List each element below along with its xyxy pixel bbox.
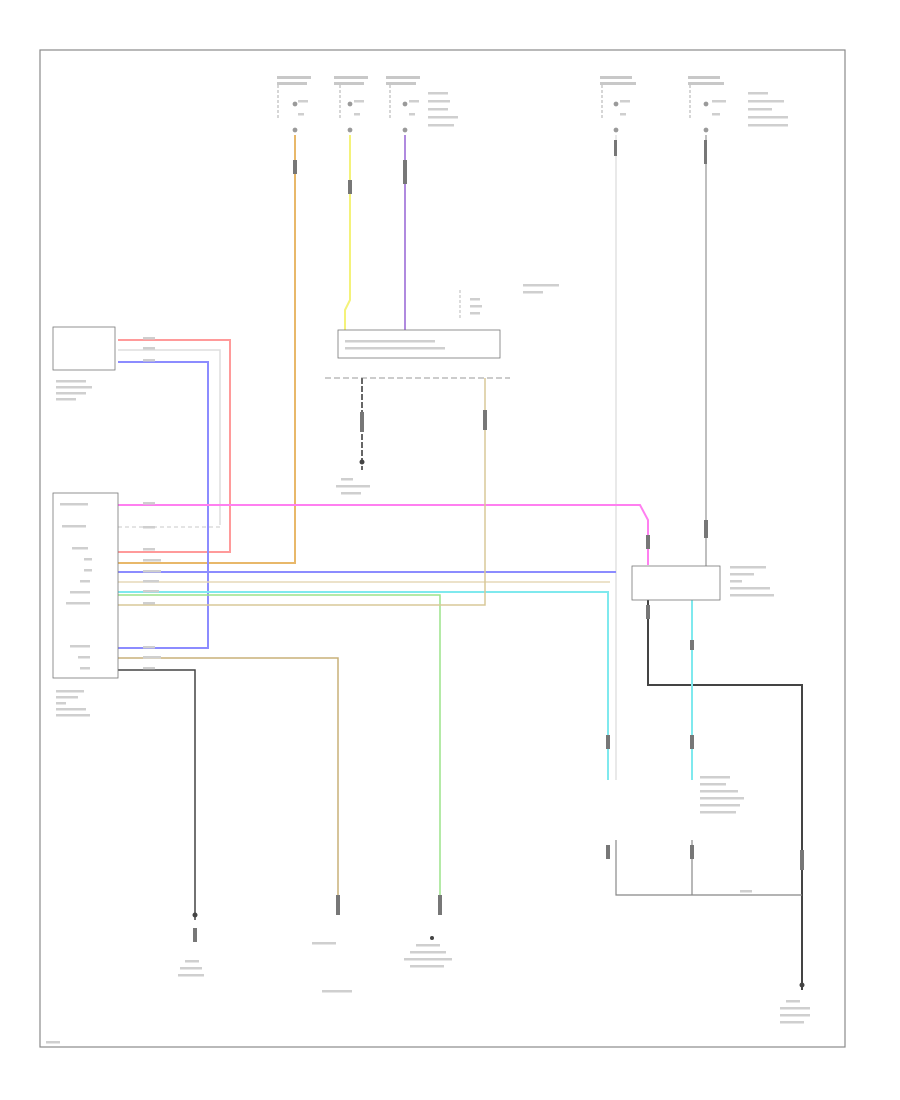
wire-tan-control xyxy=(118,378,486,606)
wire-yellow-power xyxy=(344,135,351,330)
fuse-group-right xyxy=(601,85,709,133)
wire-pink-relay xyxy=(118,504,649,565)
fuse-labels-left xyxy=(277,76,458,127)
wire-white-sensor xyxy=(118,349,221,525)
fuse-labels-right xyxy=(600,76,788,127)
wire-black-ground xyxy=(118,669,196,920)
suspension-module xyxy=(52,492,119,679)
wire-black-relay xyxy=(647,600,803,990)
module-pin-labels xyxy=(56,502,161,717)
sensor-box xyxy=(52,326,116,371)
sensor-labels xyxy=(56,337,155,401)
diagram-frame xyxy=(39,49,846,1048)
ground-symbols xyxy=(192,459,805,988)
relay-labels xyxy=(700,566,810,1024)
wire-orange-power xyxy=(118,135,296,564)
control-unit xyxy=(337,329,501,359)
connector-marks xyxy=(193,140,804,942)
wire-green-bus xyxy=(118,594,441,900)
wire-brown-harness xyxy=(118,657,339,900)
bottom-labels xyxy=(46,942,452,1044)
fuse-group-left xyxy=(277,85,408,133)
wire-red-sensor xyxy=(118,339,231,553)
suspension-relay xyxy=(631,565,721,601)
control-unit-labels xyxy=(336,284,559,495)
wire-ground-loop xyxy=(615,840,802,896)
wire-cyan-bus xyxy=(118,591,609,780)
